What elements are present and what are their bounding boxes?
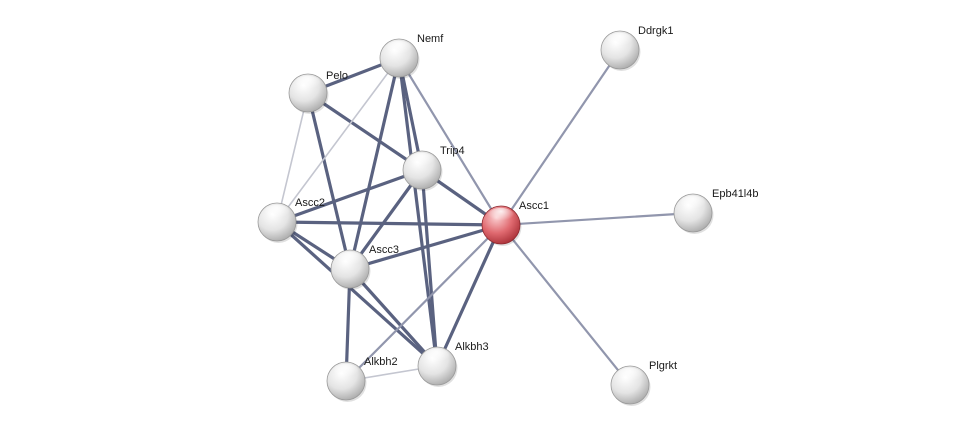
edge-pelo-ascc3[interactable] xyxy=(306,91,352,271)
node-ascc3[interactable]: Ascc3 xyxy=(330,244,399,290)
node-ascc1[interactable]: Ascc1 xyxy=(481,200,549,246)
node-highlight xyxy=(616,367,644,386)
node-ddrgk1[interactable]: Ddrgk1 xyxy=(600,25,673,71)
edge-ascc2-alkbh3[interactable] xyxy=(275,220,439,368)
node-highlight xyxy=(423,348,451,367)
node-ascc2[interactable]: Ascc2 xyxy=(257,197,325,243)
node-label-nemf: Nemf xyxy=(417,33,444,45)
node-highlight xyxy=(487,207,515,225)
node-highlight xyxy=(294,75,322,93)
edge-trip4-ascc3[interactable] xyxy=(348,168,424,271)
edge-nemf-ascc2[interactable] xyxy=(276,57,400,223)
edge-ascc1-plgrkt[interactable] xyxy=(499,223,632,387)
edge-nemf-alkbh3[interactable] xyxy=(397,56,439,368)
node-label-ascc1: Ascc1 xyxy=(519,200,549,212)
edge-trip4-alkbh3[interactable] xyxy=(420,168,439,368)
node-highlight xyxy=(408,152,436,170)
node-alkbh2[interactable]: Alkbh2 xyxy=(326,356,398,402)
edge-ascc1-alkbh3[interactable] xyxy=(435,223,503,368)
node-highlight xyxy=(332,363,360,382)
edge-ascc2-ascc1[interactable] xyxy=(275,220,503,227)
node-alkbh3[interactable]: Alkbh3 xyxy=(417,341,489,387)
node-highlight xyxy=(263,204,291,222)
edge-ascc1-ddrgk1[interactable] xyxy=(499,48,622,227)
edge-pelo-ascc2[interactable] xyxy=(276,92,309,223)
edge-ascc1-alkbh2[interactable] xyxy=(344,223,503,383)
edge-trip4-ascc2[interactable] xyxy=(275,168,424,224)
node-highlight xyxy=(606,32,634,50)
edge-ascc3-alkbh3[interactable] xyxy=(348,267,439,368)
node-label-ddrgk1: Ddrgk1 xyxy=(638,25,673,37)
node-plgrkt[interactable]: Plgrkt xyxy=(610,360,677,406)
edge-pelo-trip4[interactable] xyxy=(306,91,424,172)
node-label-plgrkt: Plgrkt xyxy=(649,360,677,372)
node-label-ascc3: Ascc3 xyxy=(369,244,399,256)
node-nemf[interactable]: Nemf xyxy=(379,33,444,79)
node-trip4[interactable]: Trip4 xyxy=(402,145,465,191)
node-epb41l4b[interactable]: Epb41l4b xyxy=(673,188,759,234)
node-pelo[interactable]: Pelo xyxy=(288,70,348,114)
edge-ascc3-ascc1[interactable] xyxy=(348,223,503,271)
node-label-ascc2: Ascc2 xyxy=(295,197,325,209)
node-label-epb41l4b: Epb41l4b xyxy=(712,188,759,200)
node-label-alkbh3: Alkbh3 xyxy=(455,341,489,353)
edge-ascc1-epb41l4b[interactable] xyxy=(499,211,695,227)
node-highlight xyxy=(679,195,707,213)
node-label-pelo: Pelo xyxy=(326,70,348,82)
node-label-trip4: Trip4 xyxy=(440,145,465,157)
node-highlight xyxy=(385,40,413,58)
edge-nemf-ascc1[interactable] xyxy=(397,56,503,227)
node-highlight xyxy=(336,251,364,269)
node-label-alkbh2: Alkbh2 xyxy=(364,356,398,368)
edge-nemf-ascc3[interactable] xyxy=(348,56,401,271)
